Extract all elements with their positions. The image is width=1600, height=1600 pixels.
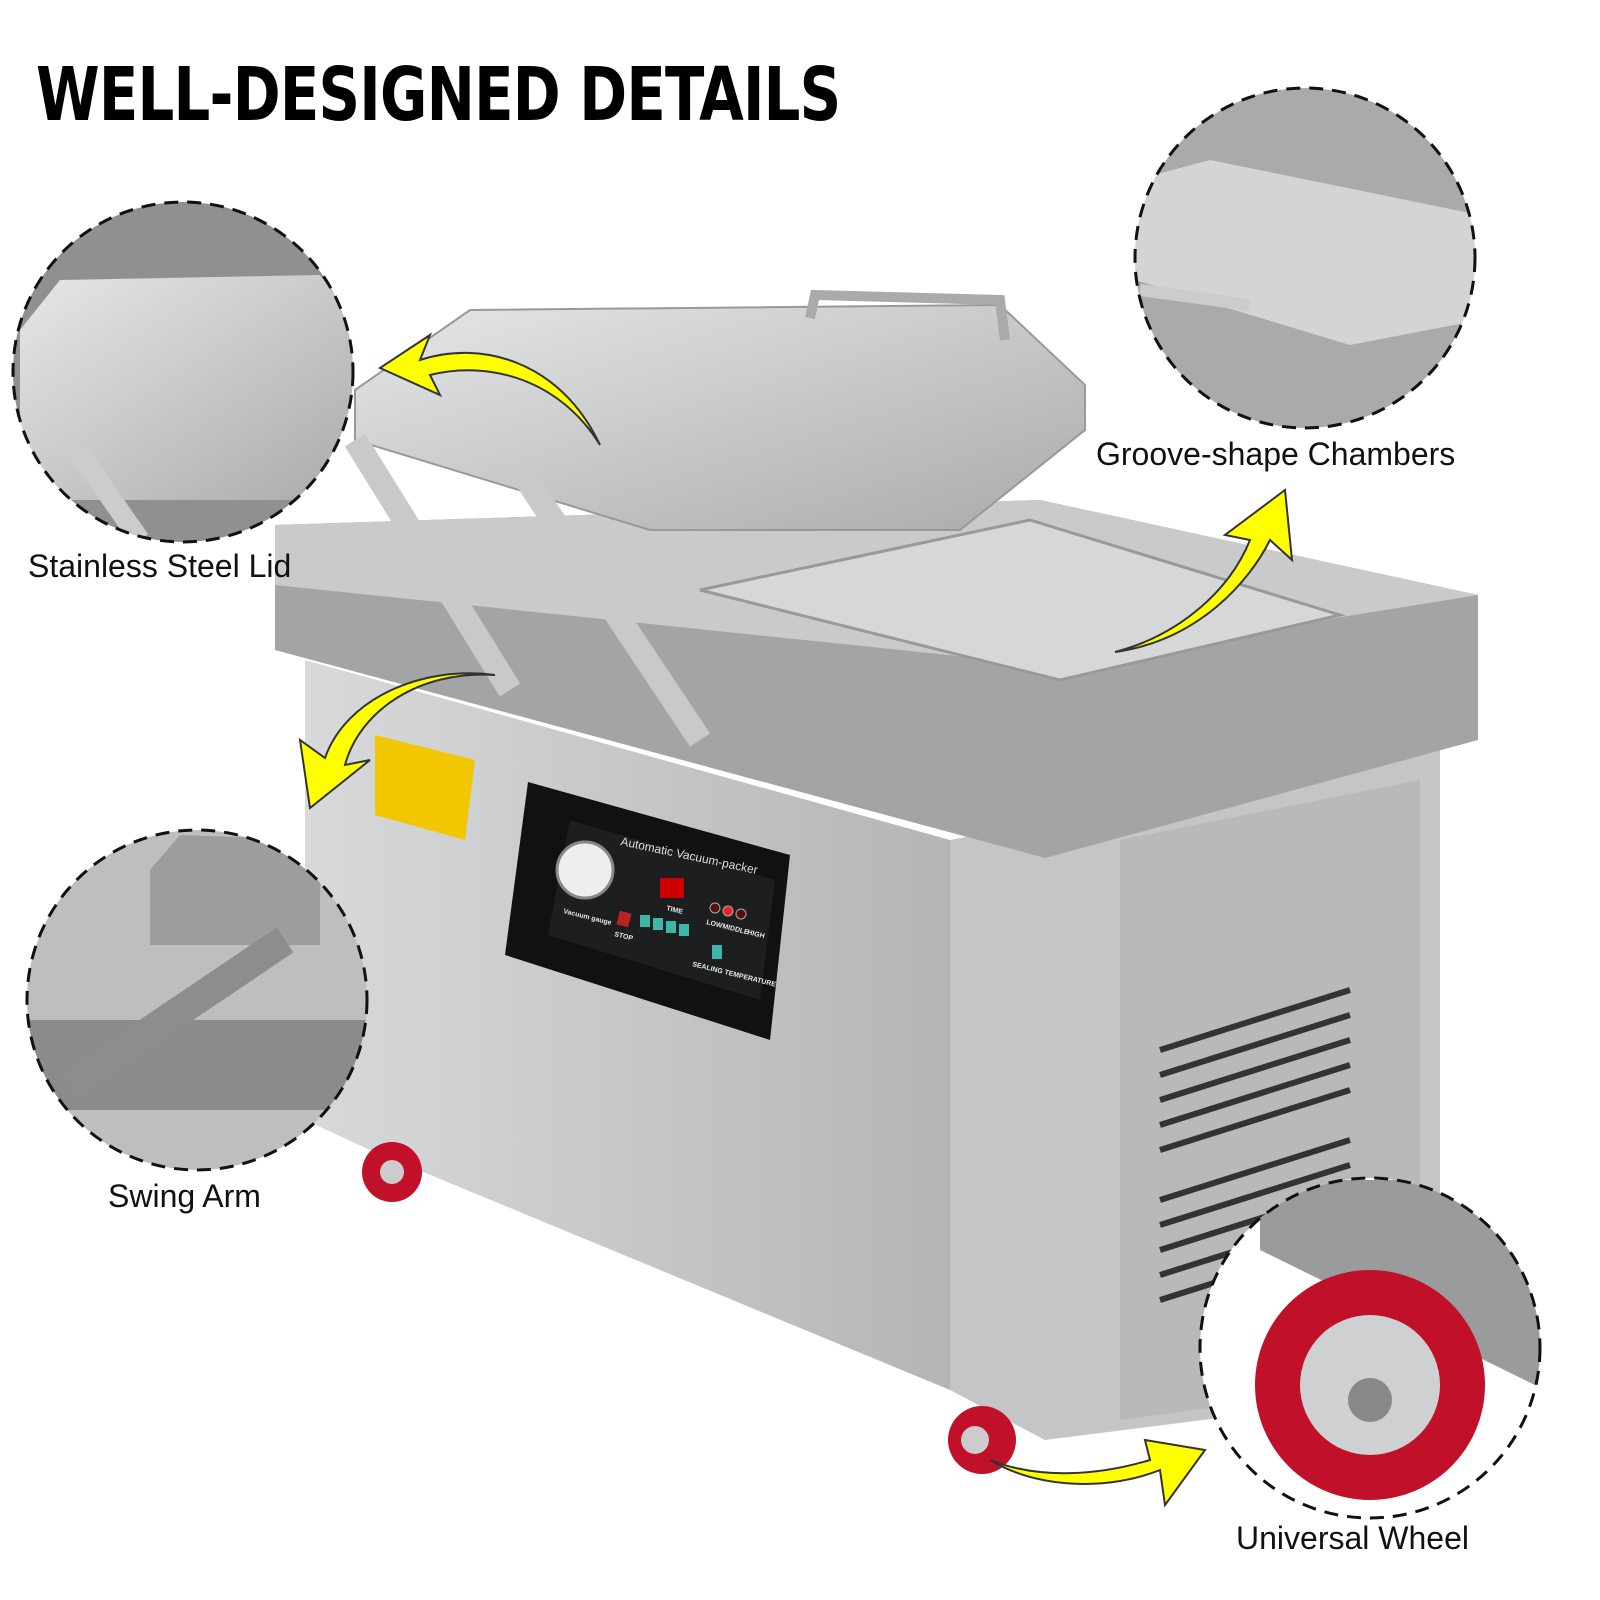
arrows: [298, 332, 1294, 1508]
callout-lid-image: [13, 202, 353, 542]
level-low-label: LOW: [706, 919, 724, 930]
callout-label-chambers: Groove-shape Chambers: [1096, 436, 1456, 472]
time-label: TIME: [666, 905, 684, 916]
stop-label: STOP: [614, 931, 634, 942]
callout-arm-image: [27, 830, 367, 1170]
callout-wheel-image: [1200, 1178, 1540, 1518]
callout-label-swing-arm: Swing Arm: [108, 1178, 261, 1214]
callout-chamber-image: [1135, 88, 1475, 428]
level-high-label: HIGH: [747, 929, 766, 940]
callout-label-lid: Stainless Steel Lid: [28, 548, 292, 584]
page-title: WELL-DESIGNED DETAILS: [36, 52, 841, 138]
callout-label-wheel: Universal Wheel: [1236, 1520, 1469, 1556]
